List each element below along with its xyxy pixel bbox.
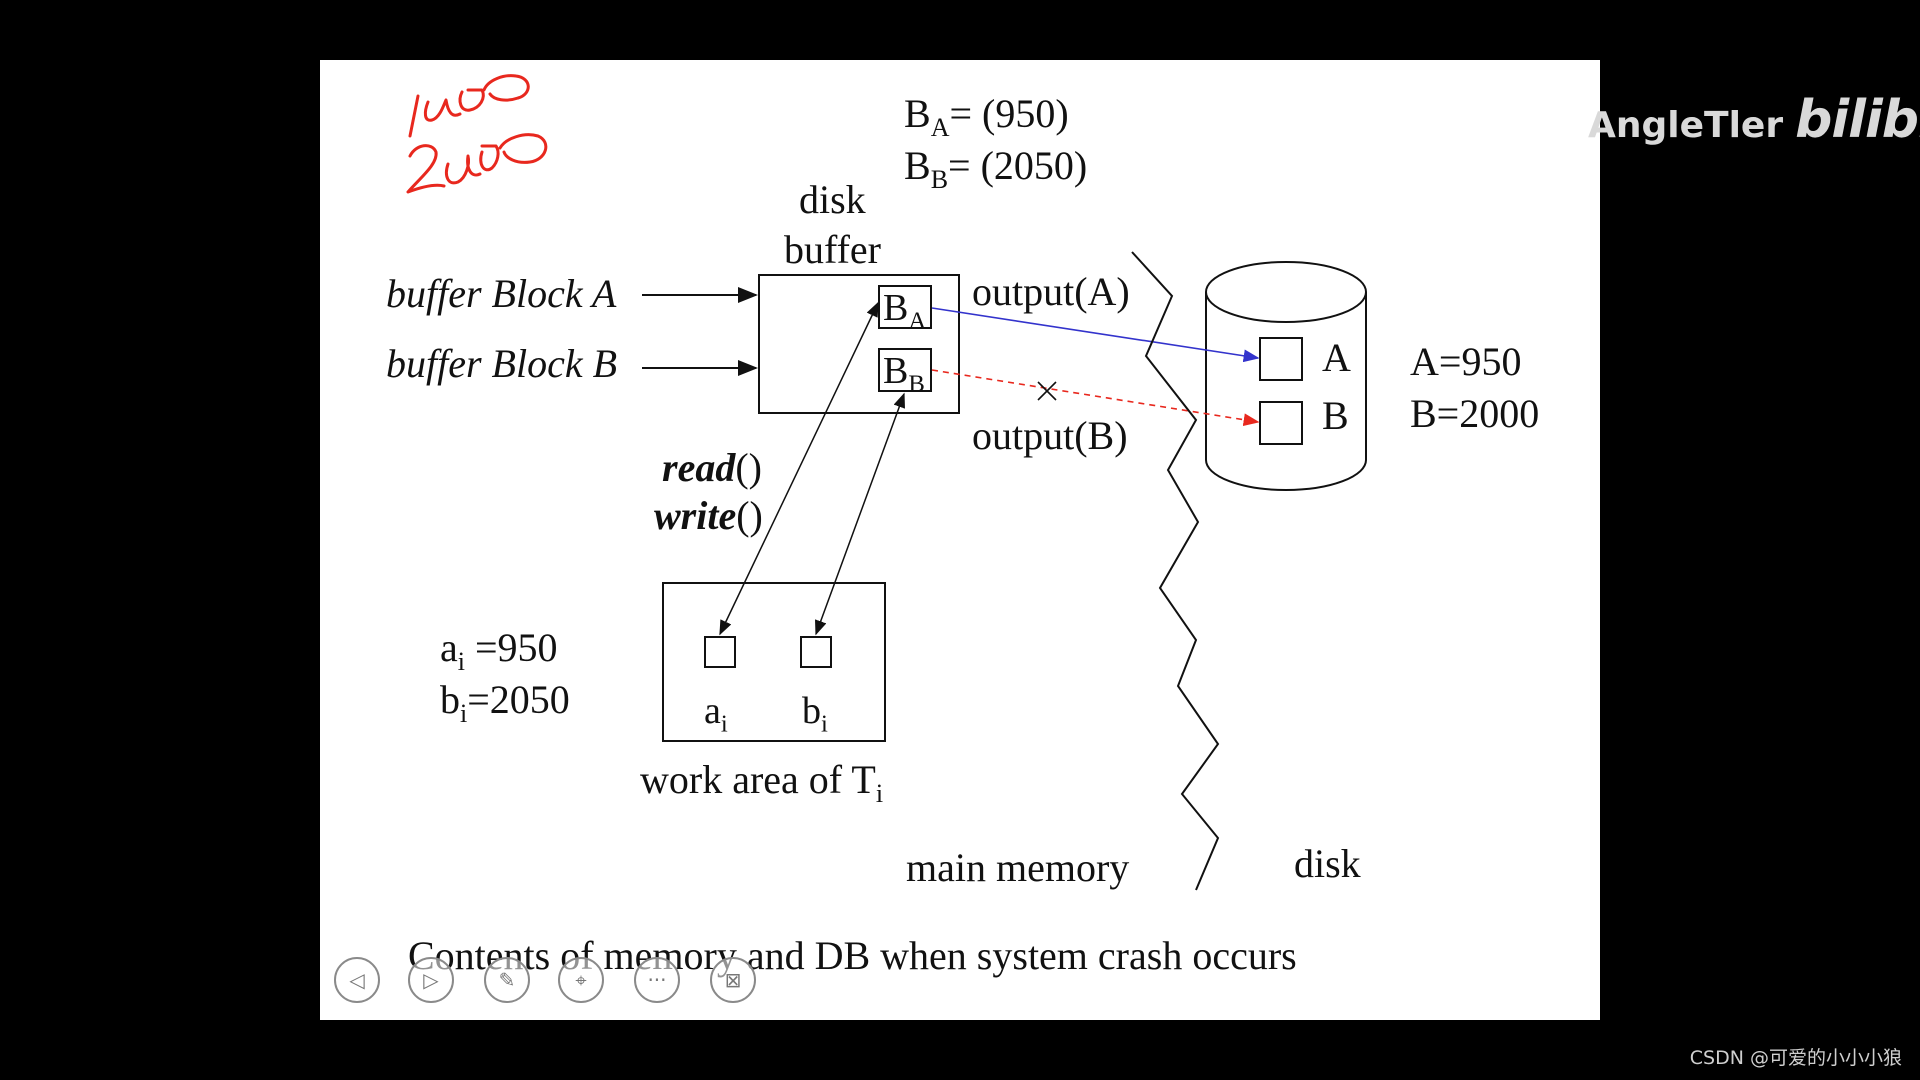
output-a-label: output(A) bbox=[972, 269, 1130, 314]
read-write-arrow-a bbox=[719, 301, 879, 636]
presentation-slide: BA= (950) BB= (2050) disk buffer buffer … bbox=[320, 60, 1600, 1020]
buffer-block-a-cell bbox=[878, 285, 932, 329]
disk-b-value: B=2000 bbox=[1410, 391, 1540, 436]
watermark-user: AngleTler bbox=[1588, 105, 1784, 146]
pen-tool-icon: ✎ bbox=[498, 968, 516, 992]
handwritten-annotation bbox=[406, 74, 548, 194]
pointer-tool-button[interactable]: ⌖ bbox=[558, 957, 604, 1003]
more-options-icon: ··· bbox=[647, 968, 667, 992]
disk-buffer-label-line2: buffer bbox=[784, 227, 881, 272]
buffer-block-a-cell-label: BA bbox=[883, 287, 927, 335]
work-area-bi-cell bbox=[800, 636, 832, 668]
read-write-arrow-b bbox=[815, 392, 905, 636]
disk-block-a-cell bbox=[1259, 337, 1303, 381]
disk-cylinder bbox=[1205, 261, 1367, 491]
crash-x-mark bbox=[1037, 381, 1057, 401]
previous-slide-button[interactable]: ◁ bbox=[334, 957, 380, 1003]
output-b-arrow bbox=[931, 369, 1260, 427]
work-area-caption: work area of Ti bbox=[640, 757, 884, 809]
buffer-a-value: BA= (950) bbox=[904, 91, 1069, 143]
more-options-button[interactable]: ··· bbox=[634, 957, 680, 1003]
buffer-block-a-label: buffer Block A bbox=[386, 271, 617, 316]
output-b-label: output(B) bbox=[972, 413, 1128, 458]
csdn-credit: CSDN @可爱的小小小狼 bbox=[1689, 1047, 1902, 1069]
previous-slide-icon: ◁ bbox=[349, 968, 365, 992]
output-a-arrow bbox=[931, 307, 1260, 363]
pointer-tool-icon: ⌖ bbox=[575, 968, 587, 992]
next-slide-button[interactable]: ▷ bbox=[408, 957, 454, 1003]
memory-bi-value: bi=2050 bbox=[440, 677, 570, 729]
bilibili-watermark: AngleTler bilibili bbox=[1588, 90, 1920, 150]
work-area-ai-cell bbox=[704, 636, 736, 668]
buffer-block-b-cell bbox=[878, 348, 932, 392]
memory-ai-value: ai =950 bbox=[440, 625, 558, 677]
memory-disk-divider bbox=[1131, 251, 1220, 891]
disk-block-a-label: A bbox=[1322, 335, 1351, 380]
disk-block-b-label: B bbox=[1322, 393, 1349, 438]
disk-buffer-label-line1: disk bbox=[799, 177, 866, 222]
pen-tool-button[interactable]: ✎ bbox=[484, 957, 530, 1003]
buffer-block-b-cell-label: BB bbox=[883, 350, 925, 398]
end-show-icon: ⊠ bbox=[724, 968, 742, 992]
bilibili-logo: bilibili bbox=[1795, 90, 1920, 150]
disk-a-value: A=950 bbox=[1410, 339, 1522, 384]
diagram-lines bbox=[642, 251, 1367, 891]
main-memory-label: main memory bbox=[906, 845, 1130, 890]
end-show-button[interactable]: ⊠ bbox=[710, 957, 756, 1003]
buffer-block-b-label: buffer Block B bbox=[386, 341, 618, 386]
slide-title: Contents of memory and DB when system cr… bbox=[408, 933, 1297, 978]
work-area-bi-label: bi bbox=[802, 690, 828, 738]
next-slide-icon: ▷ bbox=[423, 968, 439, 992]
buffer-b-value: BB= (2050) bbox=[904, 143, 1088, 195]
disk-block-b-cell bbox=[1259, 401, 1303, 445]
work-area-ai-label: ai bbox=[704, 690, 728, 738]
disk-region-label: disk bbox=[1294, 841, 1361, 886]
